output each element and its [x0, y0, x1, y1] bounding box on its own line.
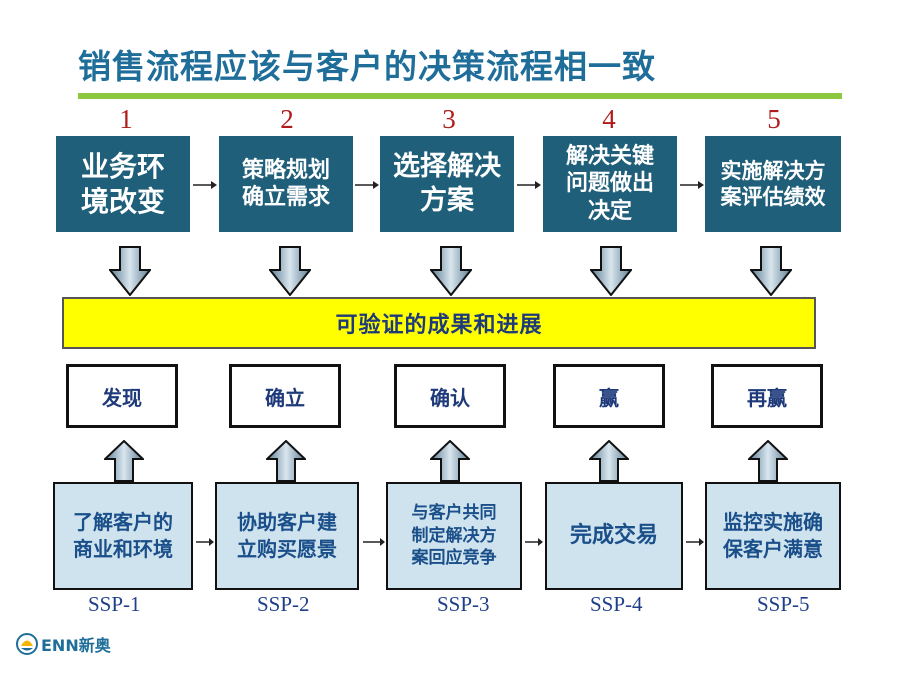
down-arrow-icon: [430, 246, 472, 296]
step-5-line1: 实施解决方: [720, 158, 826, 183]
step-2-line1: 策略规划: [241, 157, 330, 183]
ssp-box-1: 了解客户的商业和环境: [53, 482, 193, 590]
enn-logo-icon: [16, 633, 38, 655]
outcome-box-1: 发现: [66, 364, 178, 428]
outcome-box-5: 再赢: [711, 364, 823, 428]
arrow-right-icon: [363, 538, 385, 546]
step-1-line1: 业务环: [80, 150, 165, 183]
step-5-line2: 案评估绩效: [720, 185, 826, 209]
step-box-3: 选择解决方案: [380, 136, 514, 232]
down-arrow-icon: [590, 246, 632, 296]
ssp-3-line3: 案回应竞争: [411, 548, 497, 569]
results-banner: 可验证的成果和进展: [62, 297, 816, 349]
arrow-right-icon: [686, 538, 704, 546]
step-number-3: 3: [442, 104, 456, 134]
ssp-1-line1: 了解客户的: [73, 510, 173, 534]
ssp-5-line1: 监控实施确: [723, 510, 823, 534]
step-2-line2: 确立需求: [241, 185, 330, 210]
ssp-label-5: SSP-5: [757, 592, 810, 616]
ssp-label-1: SSP-1: [88, 592, 141, 616]
ssp-3-line2: 制定解决方: [411, 525, 497, 546]
logo-text: ENN新奥: [41, 636, 111, 655]
outcome-box-2: 确立: [229, 364, 341, 428]
step-4-line3: 决定: [587, 198, 632, 224]
down-arrow-icon: [269, 246, 311, 296]
ssp-label-4: SSP-4: [590, 592, 643, 616]
up-arrow-icon: [104, 440, 144, 482]
step-box-4: 解决关键问题做出决定: [543, 136, 677, 232]
ssp-box-5: 监控实施确保客户满意: [705, 482, 841, 590]
arrow-right-icon: [196, 538, 214, 546]
step-3-line1: 选择解决: [393, 151, 501, 183]
ssp-box-2: 协助客户建立购买愿景: [215, 482, 359, 590]
up-arrow-icon: [430, 440, 470, 482]
step-number-4: 4: [602, 104, 616, 134]
up-arrow-icon: [589, 440, 629, 482]
down-arrow-icon: [750, 246, 792, 296]
outcome-box-4: 赢: [553, 364, 665, 428]
step-number-2: 2: [280, 104, 294, 134]
ssp-4-line1: 完成交易: [569, 523, 658, 549]
step-1-line2: 境改变: [80, 185, 165, 218]
ssp-2-line1: 协助客户建: [237, 510, 337, 534]
step-3-line2: 方案: [420, 185, 474, 216]
step-box-1: 业务环境改变: [56, 136, 190, 232]
step-4-line1: 解决关键: [565, 143, 654, 169]
arrow-right-icon: [193, 181, 217, 189]
arrow-right-icon: [680, 181, 704, 189]
ssp-2-line2: 立购买愿景: [237, 537, 337, 561]
step-4-line2: 问题做出: [565, 171, 654, 197]
ssp-label-3: SSP-3: [437, 592, 490, 616]
arrow-right-icon: [517, 181, 541, 189]
ssp-box-4: 完成交易: [545, 482, 683, 590]
ssp-box-3: 与客户共同制定解决方案回应竞争: [386, 482, 522, 590]
down-arrow-icon: [109, 246, 151, 296]
step-box-5: 实施解决方案评估绩效: [705, 136, 841, 232]
enn-logo: ENN新奥: [16, 632, 111, 656]
up-arrow-icon: [748, 440, 788, 482]
ssp-5-line2: 保客户满意: [723, 537, 823, 561]
ssp-1-line2: 商业和环境: [73, 537, 173, 561]
ssp-3-line1: 与客户共同: [411, 502, 497, 523]
arrow-right-icon: [355, 181, 379, 189]
ssp-label-2: SSP-2: [257, 592, 310, 616]
up-arrow-icon: [266, 440, 306, 482]
outcome-box-3: 确认: [394, 364, 506, 428]
step-box-2: 策略规划确立需求: [219, 136, 353, 232]
arrow-right-icon: [525, 538, 543, 546]
step-number-1: 1: [119, 104, 133, 134]
step-number-5: 5: [767, 104, 781, 134]
page-title: 销售流程应该与客户的决策流程相一致: [78, 47, 656, 86]
title-underline: [78, 93, 842, 99]
